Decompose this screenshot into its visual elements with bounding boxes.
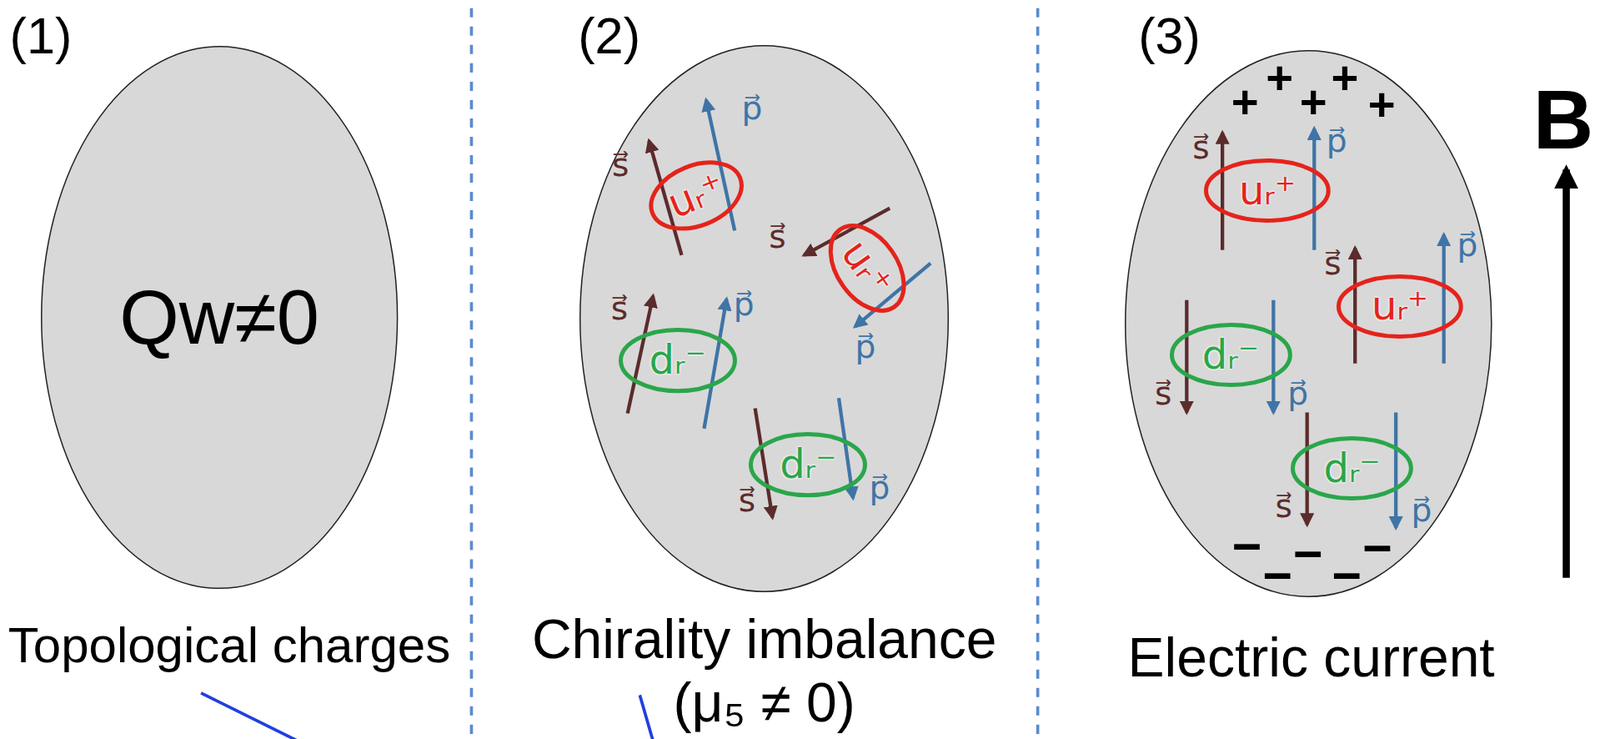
leader-line xyxy=(200,692,298,739)
quark-ellipse: dᵣ⁻ xyxy=(748,431,868,497)
vector-label: p⃗ xyxy=(1287,377,1309,411)
charge-sign: − xyxy=(1232,521,1263,572)
ellipse-shape xyxy=(1339,275,1462,337)
quark-label: dᵣ⁻ xyxy=(648,336,706,383)
vector-label: s⃗ xyxy=(1324,246,1341,280)
vector-label: s⃗ xyxy=(611,149,629,182)
quark-label: uᵣ⁺ xyxy=(1238,167,1296,214)
ellipse-shape xyxy=(1124,50,1491,597)
system-ellipse: Electric currentuᵣ⁺uᵣ⁺dᵣ⁻dᵣ⁻ xyxy=(1124,50,1493,597)
ellipse-shape xyxy=(1206,160,1330,221)
ellipse-shape xyxy=(41,46,398,589)
panel-number: (3) xyxy=(1138,10,1201,62)
vector-label: s⃗ xyxy=(1154,377,1172,411)
leader-lines xyxy=(200,692,653,739)
quark-label: uᵣ⁺ xyxy=(1371,283,1429,330)
charge-sign: + xyxy=(1368,80,1396,128)
charge-sign: + xyxy=(1299,78,1328,126)
vector-label: p⃗ xyxy=(1456,228,1478,261)
panel-divider xyxy=(471,8,1038,739)
charge-sign: + xyxy=(1231,78,1259,126)
ellipse-shape xyxy=(1293,438,1412,499)
magnetic-field-arrow xyxy=(1562,169,1570,578)
vector-label: p⃗ xyxy=(869,471,891,504)
quark-ellipse: uᵣ⁺ xyxy=(1336,274,1464,339)
charge-sign: − xyxy=(1293,528,1324,580)
charge-sign: + xyxy=(1331,54,1360,101)
vector-label: p⃗ xyxy=(1410,493,1432,527)
vector-label: p⃗ xyxy=(742,91,763,125)
vector-label: p⃗ xyxy=(854,331,876,364)
panel-caption: Electric current xyxy=(1081,626,1541,690)
dashed-divider xyxy=(470,8,474,739)
leader-line xyxy=(639,694,653,739)
system-ellipse: Chirality imbalance (μ₅ ≠ 0)uᵣ⁺uᵣ⁺dᵣ⁻dᵣ⁻ xyxy=(579,45,949,592)
quark-ellipse: dᵣ⁻ xyxy=(618,327,738,393)
vector-label: s⃗ xyxy=(611,291,628,325)
charge-sign: − xyxy=(1332,551,1363,602)
charge-sign: − xyxy=(1262,551,1293,602)
panel-number: (1) xyxy=(10,10,73,62)
charge-sign: + xyxy=(1265,54,1294,101)
panel-caption: Topological charges xyxy=(8,616,470,674)
quark-ellipse: dᵣ⁻ xyxy=(1169,322,1293,387)
charge-sign: − xyxy=(1362,523,1393,575)
ellipse-shape xyxy=(751,433,866,495)
vector-label: p⃗ xyxy=(1326,124,1348,157)
panel-number: (2) xyxy=(577,10,641,62)
quark-label: dᵣ⁻ xyxy=(1202,331,1259,378)
dashed-divider xyxy=(1036,8,1040,739)
ellipse-shape xyxy=(815,212,919,325)
field-label: B xyxy=(1533,77,1594,161)
ellipse-shape xyxy=(1171,325,1290,386)
vector-label: s⃗ xyxy=(768,220,786,253)
quark-label: dᵣ⁻ xyxy=(1323,445,1380,492)
ellipse-shape xyxy=(580,45,949,592)
ellipse-outline xyxy=(1124,50,1493,597)
ellipse-outline xyxy=(579,45,949,592)
ellipse-shape xyxy=(641,150,752,241)
panel-caption: Chirality imbalance (μ₅ ≠ 0) xyxy=(504,607,1025,735)
ellipse-shape xyxy=(620,329,735,391)
quark-label: dᵣ⁻ xyxy=(779,441,837,487)
charge-label: Qw≠0 xyxy=(119,273,320,362)
vector-label: p⃗ xyxy=(733,287,755,321)
quark-ellipse: dᵣ⁻ xyxy=(1290,436,1414,501)
vector-label: s⃗ xyxy=(738,483,756,517)
vector-label: s⃗ xyxy=(1274,489,1292,522)
quark-ellipse: uᵣ⁺ xyxy=(1203,158,1331,223)
system-ellipse: Qw≠0Topological charges xyxy=(40,45,398,589)
vector-label: s⃗ xyxy=(1192,131,1209,165)
